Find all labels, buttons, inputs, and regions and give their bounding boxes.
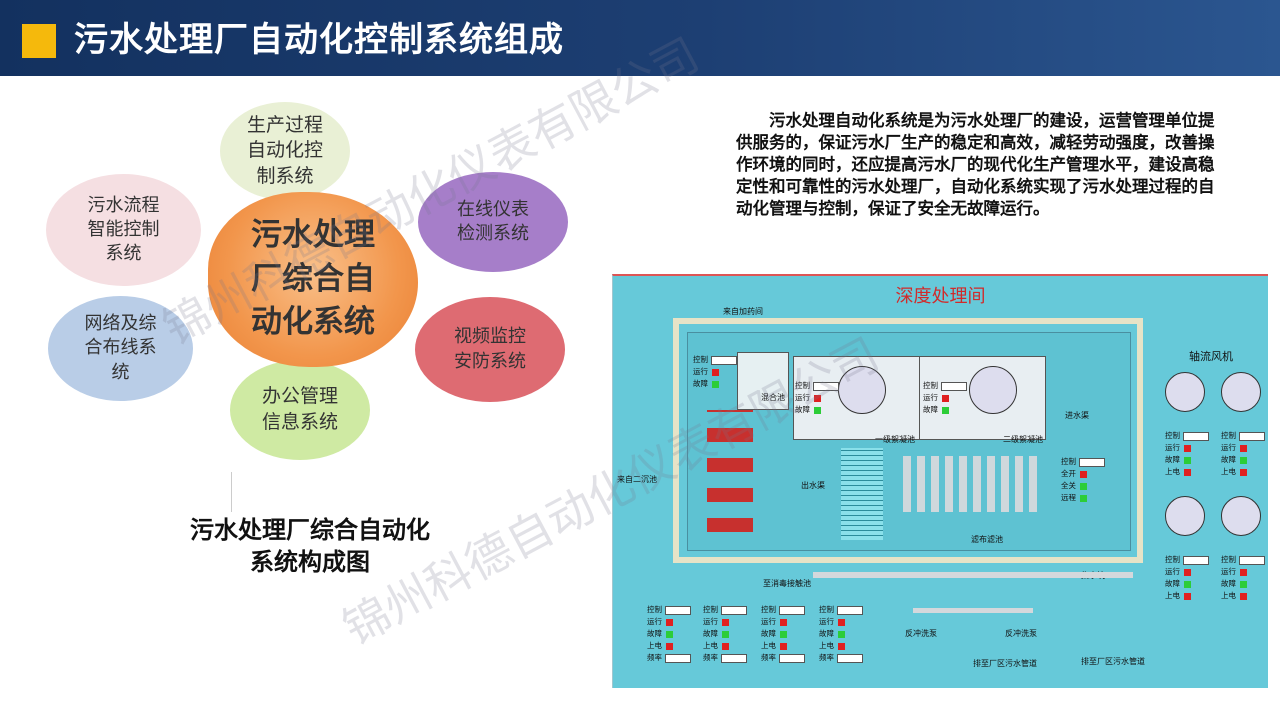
status-panel-pump3: 控制 运行 故障 上电 频率 xyxy=(761,604,805,664)
petal-network-cabling: 网络及综 合布线系 统 xyxy=(48,296,193,401)
mix-pool xyxy=(737,352,789,410)
status-panel-fan4: 控制 运行 故障 上电 xyxy=(1221,554,1265,602)
lift-pumps xyxy=(707,410,753,532)
pipe-bottom xyxy=(813,572,1133,578)
treatment-room-schematic: 深度处理间 混合池 一级絮凝池 二级絮凝池 进水渠 滤布滤池 出水渠 来自加药间… xyxy=(612,274,1268,688)
status-panel-fan1: 控制 运行 故障 上电 xyxy=(1165,430,1209,478)
outlet-channel-label: 出水渠 xyxy=(801,481,825,490)
floc-2-mixer-icon xyxy=(969,366,1017,414)
header-bar: 污水处理厂自动化控制系统组成 xyxy=(0,0,1280,76)
building-outline xyxy=(673,318,1143,563)
filter-grid xyxy=(841,448,883,540)
status-panel-pump1: 控制 运行 故障 上电 频率 xyxy=(647,604,691,664)
filter-label: 滤布滤池 xyxy=(971,535,1003,544)
filter-units xyxy=(903,456,1043,512)
axial-fans-label: 轴流风机 xyxy=(1189,350,1233,363)
petal-production-control: 生产过程 自动化控 制系统 xyxy=(220,102,350,200)
status-panel-pump4: 控制 运行 故障 上电 频率 xyxy=(819,604,863,664)
petal-flow-control: 污水流程 智能控制 系统 xyxy=(46,174,201,286)
page-title: 污水处理厂自动化控制系统组成 xyxy=(74,20,564,60)
status-panel-floc1: 控制 运行 故障 xyxy=(795,380,839,416)
floc-1-label: 一级絮凝池 xyxy=(875,435,915,444)
pipe-backwash xyxy=(913,608,1033,613)
inflow-left-label: 来自二沉池 xyxy=(617,475,657,484)
drain-1-label: 排至厂区污水管道 xyxy=(973,659,1037,668)
status-panel-fan2: 控制 运行 故障 上电 xyxy=(1221,430,1265,478)
petal-online-instruments: 在线仪表 检测系统 xyxy=(418,172,568,272)
backwash-pump-1-label: 反冲洗泵 xyxy=(905,629,937,638)
axial-fan-2-icon xyxy=(1221,372,1261,412)
disinfect-label: 至消毒接触池 xyxy=(763,579,811,588)
floc-1-mixer-icon xyxy=(838,366,886,414)
status-panel-pump2: 控制 运行 故障 上电 频率 xyxy=(703,604,747,664)
floc-2-label: 二级絮凝池 xyxy=(1003,435,1043,444)
header-accent-square xyxy=(22,24,56,58)
system-composition-diagram: 生产过程 自动化控 制系统 污水流程 智能控制 系统 在线仪表 检测系统 网络及… xyxy=(30,92,568,472)
description-paragraph: 污水处理自动化系统是为污水处理厂的建设，运营管理单位提供服务的，保证污水厂生产的… xyxy=(736,111,1215,218)
caption-divider xyxy=(231,472,232,512)
status-panel-floc2: 控制 运行 故障 xyxy=(923,380,967,416)
caption-line-2: 系统构成图 xyxy=(250,548,370,576)
petal-office-management: 办公管理 信息系统 xyxy=(230,360,370,460)
axial-fan-1-icon xyxy=(1165,372,1205,412)
mix-pool-label: 混合池 xyxy=(761,393,785,402)
center-comprehensive-system: 污水处理 厂综合自 动化系统 xyxy=(208,192,418,367)
petal-video-security: 视频监控 安防系统 xyxy=(415,297,565,402)
caption-line-1: 污水处理厂综合自动化 xyxy=(190,516,430,544)
status-panel-fan3: 控制 运行 故障 上电 xyxy=(1165,554,1209,602)
status-panel-mix: 控制 运行 故障 xyxy=(693,354,737,390)
drain-2-label: 排至厂区污水管道 xyxy=(1081,657,1145,666)
status-panel-valve: 控制 全开 全关 远程 xyxy=(1061,456,1105,504)
diagram-caption: 污水处理厂综合自动化 系统构成图 xyxy=(160,514,460,578)
backwash-pump-2-label: 反冲洗泵 xyxy=(1005,629,1037,638)
inflow-top-label: 来自加药间 xyxy=(723,307,763,316)
axial-fan-3-icon xyxy=(1165,496,1205,536)
schematic-title: 深度处理间 xyxy=(895,286,986,307)
axial-fan-4-icon xyxy=(1221,496,1261,536)
inlet-channel-label: 进水渠 xyxy=(1065,411,1089,420)
